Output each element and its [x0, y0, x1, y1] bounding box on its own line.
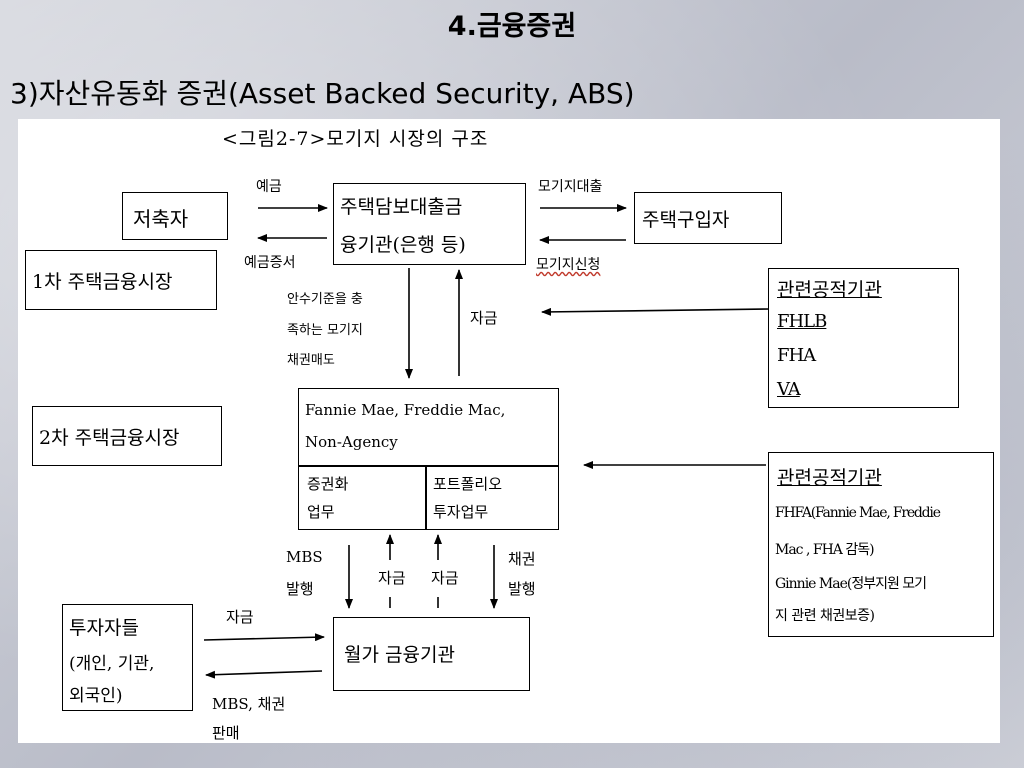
edge-label-deposit-cert: 예금증서 [244, 255, 296, 271]
edge-label-funds-invest: 자금 [226, 608, 254, 626]
public1-title: 관련공적기관 [777, 279, 882, 301]
investors-box: 투자자들 (개인, 기관, 외국인) [62, 604, 193, 711]
savers-box: 저축자 [122, 192, 228, 240]
investors-label-line3: 외국인) [69, 686, 123, 706]
bank-box: 주택담보대출금 융기관(은행 등) [333, 183, 526, 265]
wallstreet-box: 월가 금융기관 [333, 617, 530, 691]
public1-item-fha: FHA [777, 345, 816, 366]
edge-label-mortgage-apply: 모기지신청 [536, 257, 601, 273]
slide-subtitle: 3)자산유동화 증권(Asset Backed Security, ABS) [10, 77, 635, 110]
edge-label-sell-line2: 족하는 모기지 [287, 323, 363, 338]
figure-caption: <그림2-7>모기지 시장의 구조 [222, 128, 489, 150]
edge-label-funds-up: 자금 [470, 309, 498, 327]
edge-label-mbs-sale-line2: 판매 [212, 724, 240, 742]
agency-divider-h [299, 465, 558, 467]
bank-label-line1: 주택담보대출금 [340, 196, 463, 218]
slide-title: 4.금융증권 [447, 11, 577, 42]
public-agencies-box-2: 관련공적기관 FHFA(Fannie Mae, Freddie Mac , FH… [768, 452, 994, 637]
homebuyer-box: 주택구입자 [634, 192, 782, 244]
public1-item-fhlb: FHLB [777, 311, 827, 332]
agency-label-line2: Non-Agency [305, 433, 398, 451]
public2-line2: Mac , FHA 감독) [775, 542, 875, 558]
edge-label-bond-issue-line2: 발행 [508, 580, 536, 598]
agency-label-line1: Fannie Mae, Freddie Mac, [305, 401, 506, 419]
edge-label-mortgage-loan: 모기지대출 [538, 179, 603, 195]
arrow-funds-invest [203, 633, 325, 642]
public2-line3: Ginnie Mae(정부지원 모기 [775, 576, 927, 592]
homebuyer-label: 주택구입자 [642, 209, 730, 231]
primary-market-box: 1차 주택금융시장 [25, 250, 217, 310]
edge-label-mbs-issue-line2: 발행 [286, 580, 314, 598]
bank-label-line2: 융기관(은행 등) [340, 234, 466, 256]
savers-label: 저축자 [133, 207, 189, 231]
securitization-label-line2: 업무 [307, 503, 335, 521]
primary-market-label: 1차 주택금융시장 [32, 271, 173, 293]
arrow-public1 [541, 307, 771, 316]
securitization-label-line1: 증권화 [307, 475, 349, 493]
secondary-market-box: 2차 주택금융시장 [32, 406, 222, 466]
edge-label-funds-a: 자금 [378, 569, 406, 587]
public2-title: 관련공적기관 [777, 467, 882, 489]
secondary-market-label: 2차 주택금융시장 [39, 427, 180, 449]
agency-box: Fannie Mae, Freddie Mac, Non-Agency 증권화 … [298, 388, 559, 530]
edge-label-deposit: 예금 [256, 179, 282, 195]
investors-label-line1: 투자자들 [69, 617, 139, 639]
edge-label-bond-issue-line1: 채권 [508, 550, 536, 568]
public1-item-va: VA [777, 379, 801, 400]
arrow-mbs-sale [205, 670, 323, 679]
agency-divider-v [425, 465, 427, 529]
public2-line1: FHFA(Fannie Mae, Freddie [775, 505, 941, 521]
edge-label-mbs-issue-line1: MBS [286, 548, 323, 566]
edge-label-sell-line1: 안수기준을 충 [287, 292, 363, 307]
edge-label-funds-b: 자금 [431, 569, 459, 587]
investors-label-line2: (개인, 기관, [69, 654, 155, 674]
public-agencies-box-1: 관련공적기관 FHLB FHA VA [768, 268, 959, 408]
edge-label-sell-line3: 채권매도 [287, 353, 335, 368]
public2-line4: 지 관련 채권보증) [775, 608, 875, 624]
edge-label-mbs-sale-line1: MBS, 채권 [212, 695, 286, 713]
portfolio-label-line1: 포트폴리오 [433, 475, 503, 493]
portfolio-label-line2: 투자업무 [433, 503, 489, 521]
wallstreet-label: 월가 금융기관 [344, 644, 455, 666]
